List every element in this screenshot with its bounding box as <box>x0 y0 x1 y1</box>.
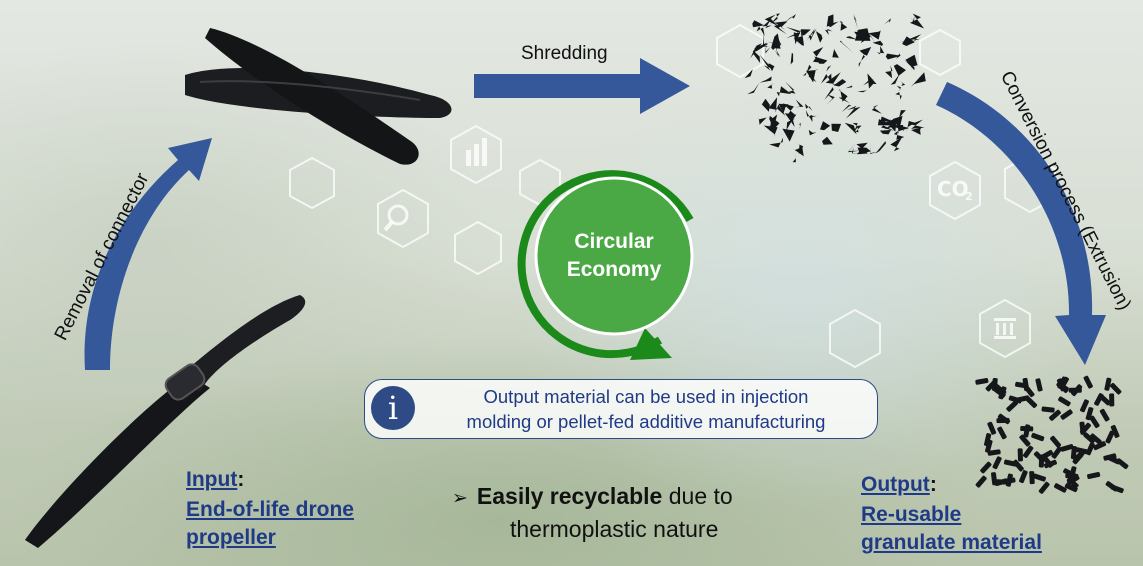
note-line2: thermoplastic nature <box>510 516 719 542</box>
input-colon: : <box>237 468 245 491</box>
input-title: Input <box>186 468 238 491</box>
arrow-shredding <box>474 58 690 114</box>
output-title: Output <box>861 473 930 496</box>
info-line1: Output material can be used in injection <box>483 386 809 407</box>
note-rest: due to <box>662 483 733 509</box>
granulate-image <box>975 375 1129 494</box>
output-line2: granulate material <box>861 531 1042 554</box>
svg-text:CO: CO <box>937 177 969 201</box>
shredded-material-image <box>744 13 926 163</box>
info-box: i Output material can be used in injecti… <box>364 379 878 439</box>
svg-text:2: 2 <box>965 190 973 203</box>
info-text: Output material can be used in injection… <box>423 384 869 434</box>
recyclable-note: ➢ Easily recyclable due to thermoplastic … <box>452 481 733 545</box>
circular-economy-label: Circular Economy <box>536 228 692 284</box>
note-bullet: ➢ <box>452 487 468 509</box>
arrow-conversion <box>936 82 1106 365</box>
output-colon: : <box>929 473 937 496</box>
shredding-label: Shredding <box>521 43 608 64</box>
note-bold: Easily recyclable <box>476 483 663 509</box>
ring-arrowhead <box>630 328 672 360</box>
circular-line1: Circular <box>574 230 654 253</box>
output-line1: Re-usable <box>861 503 962 526</box>
output-label: Output: Re-usable granulate material <box>861 471 1042 557</box>
input-line1: End-of-life drone <box>186 498 354 521</box>
input-line2: propeller <box>186 526 276 549</box>
info-line2: molding or pellet-fed additive manufactu… <box>466 411 826 432</box>
arrow-removal <box>84 138 212 370</box>
propeller-single-image <box>25 295 306 548</box>
info-icon: i <box>371 386 415 430</box>
propeller-pair-image <box>185 28 452 165</box>
input-label: Input: End-of-life drone propeller <box>186 466 354 552</box>
economy-line2: Economy <box>566 258 662 281</box>
circular-economy-ring <box>517 170 694 359</box>
